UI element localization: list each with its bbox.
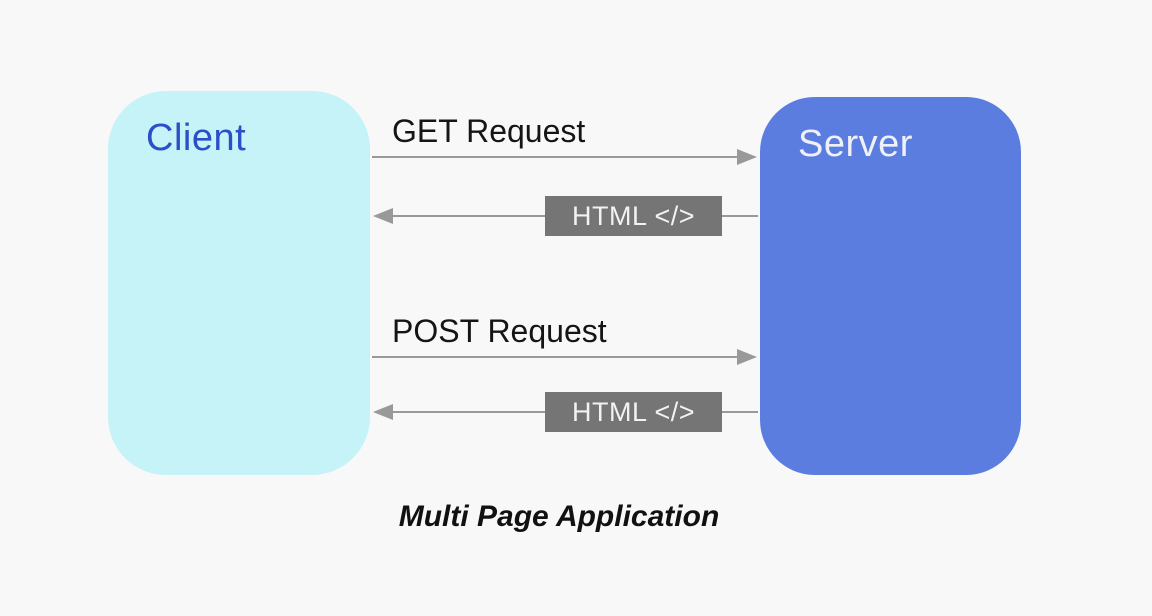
server-label: Server [798,123,913,165]
html-response-label-2: HTML </> [545,392,722,432]
html-response-label-1: HTML </> [545,196,722,236]
arrowhead-right-icon [737,349,757,365]
arrow-shaft [372,356,755,358]
arrowhead-right-icon [737,149,757,165]
get-request-label: GET Request [392,113,586,149]
arrow-shaft [372,156,755,158]
get-request-arrow [370,149,757,165]
server-box: Server [760,97,1021,475]
post-request-arrow [370,349,757,365]
client-box: Client [108,91,370,475]
client-label: Client [146,117,247,159]
diagram-title: Multi Page Application [398,500,720,533]
post-request-label: POST Request [392,313,607,349]
